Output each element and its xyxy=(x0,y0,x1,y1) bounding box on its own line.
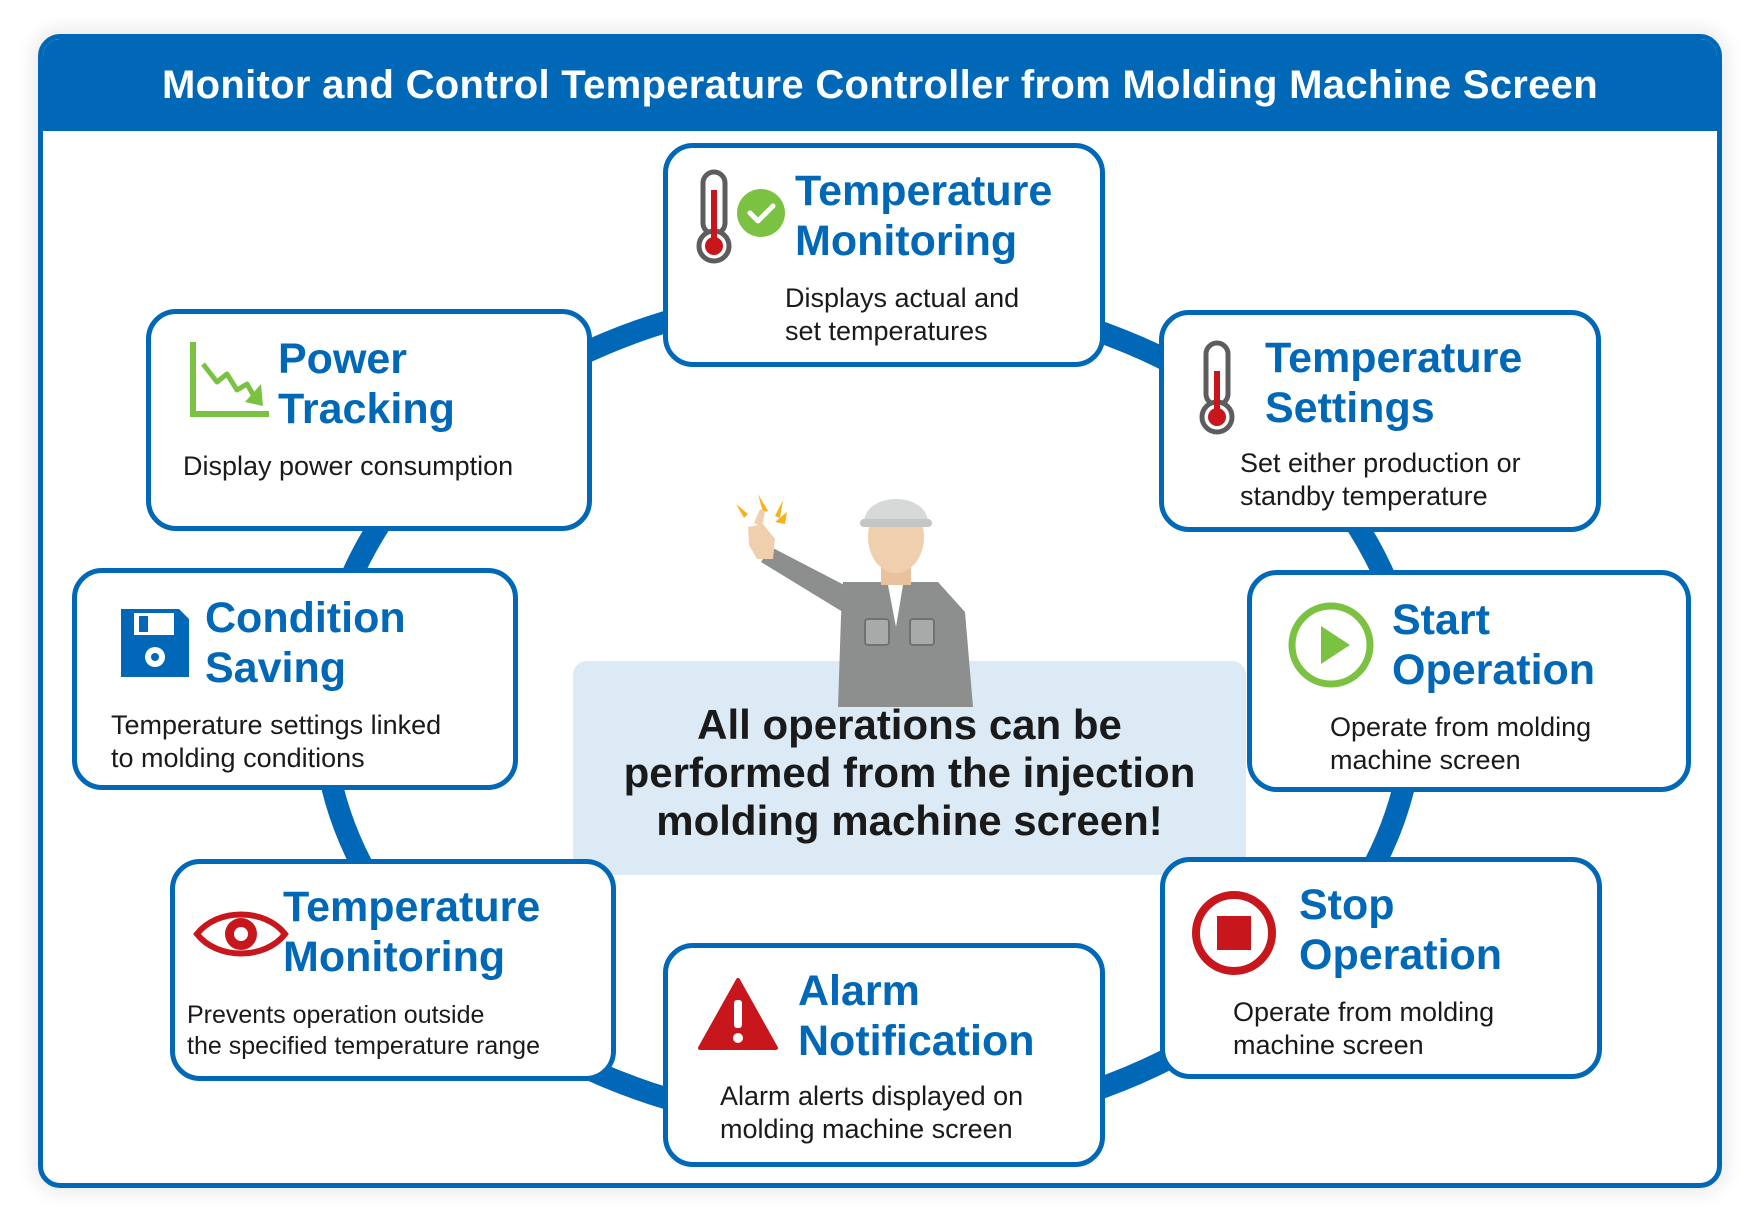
card-stop-operation: Stop Operation Operate from molding mach… xyxy=(1160,857,1602,1079)
diagram-frame: Monitor and Control Temperature Controll… xyxy=(38,34,1722,1188)
card-title: Stop Operation xyxy=(1299,881,1503,979)
card-desc: Set either production or standby tempera… xyxy=(1240,448,1521,511)
sparkle-mark xyxy=(758,494,768,512)
card-desc: Operate from molding machine screen xyxy=(1330,712,1592,775)
card-temperature-monitoring-top: Temperature Monitoring Displays actual a… xyxy=(663,143,1105,367)
card-title: Temperature Monitoring xyxy=(283,883,541,981)
page-title: Monitor and Control Temperature Controll… xyxy=(162,62,1598,107)
card-power-tracking: Power Tracking Display power consumption xyxy=(146,309,592,531)
card-desc: Prevents operation outside the specified… xyxy=(187,1001,540,1060)
card-start-operation: Start Operation Operate from molding mac… xyxy=(1247,570,1691,792)
card-desc: Temperature settings linked to molding c… xyxy=(111,710,442,773)
card-desc: Alarm alerts displayed on molding machin… xyxy=(720,1081,1024,1144)
play-circle-icon xyxy=(1288,602,1374,688)
stop-circle-icon xyxy=(1192,891,1276,975)
card-title: Temperature Monitoring xyxy=(795,167,1053,265)
card-desc: Operate from molding machine screen xyxy=(1233,997,1495,1060)
thermometer-check-icon xyxy=(696,169,785,264)
callout-text: All operations can be performed from the… xyxy=(623,701,1196,844)
warning-triangle-icon xyxy=(698,978,778,1050)
sparkle-mark xyxy=(736,504,748,518)
thermometer-icon xyxy=(1199,340,1235,435)
card-desc: Display power consumption xyxy=(183,451,514,481)
card-condition-saving: Condition Saving Temperature settings li… xyxy=(72,568,518,790)
card-title: Power Tracking xyxy=(278,335,455,433)
sparkle-mark xyxy=(775,500,783,518)
floppy-disk-icon xyxy=(121,609,189,677)
card-desc: Displays actual and set temperatures xyxy=(785,283,1020,346)
power-chart-icon xyxy=(190,342,269,417)
card-title: Temperature Settings xyxy=(1265,334,1523,432)
sparkle-mark xyxy=(775,512,787,524)
card-temperature-monitoring-bottom: Temperature Monitoring Prevents operatio… xyxy=(170,859,616,1081)
title-bar: Monitor and Control Temperature Controll… xyxy=(43,39,1717,131)
card-alarm-notification: Alarm Notification Alarm alerts displaye… xyxy=(663,943,1105,1167)
eye-icon xyxy=(193,911,289,957)
card-temperature-settings: Temperature Settings Set either producti… xyxy=(1159,310,1601,532)
worker-illustration xyxy=(736,494,973,707)
card-title: Start Operation xyxy=(1392,596,1596,694)
card-title: Condition Saving xyxy=(205,594,406,692)
card-title: Alarm Notification xyxy=(798,967,1035,1065)
